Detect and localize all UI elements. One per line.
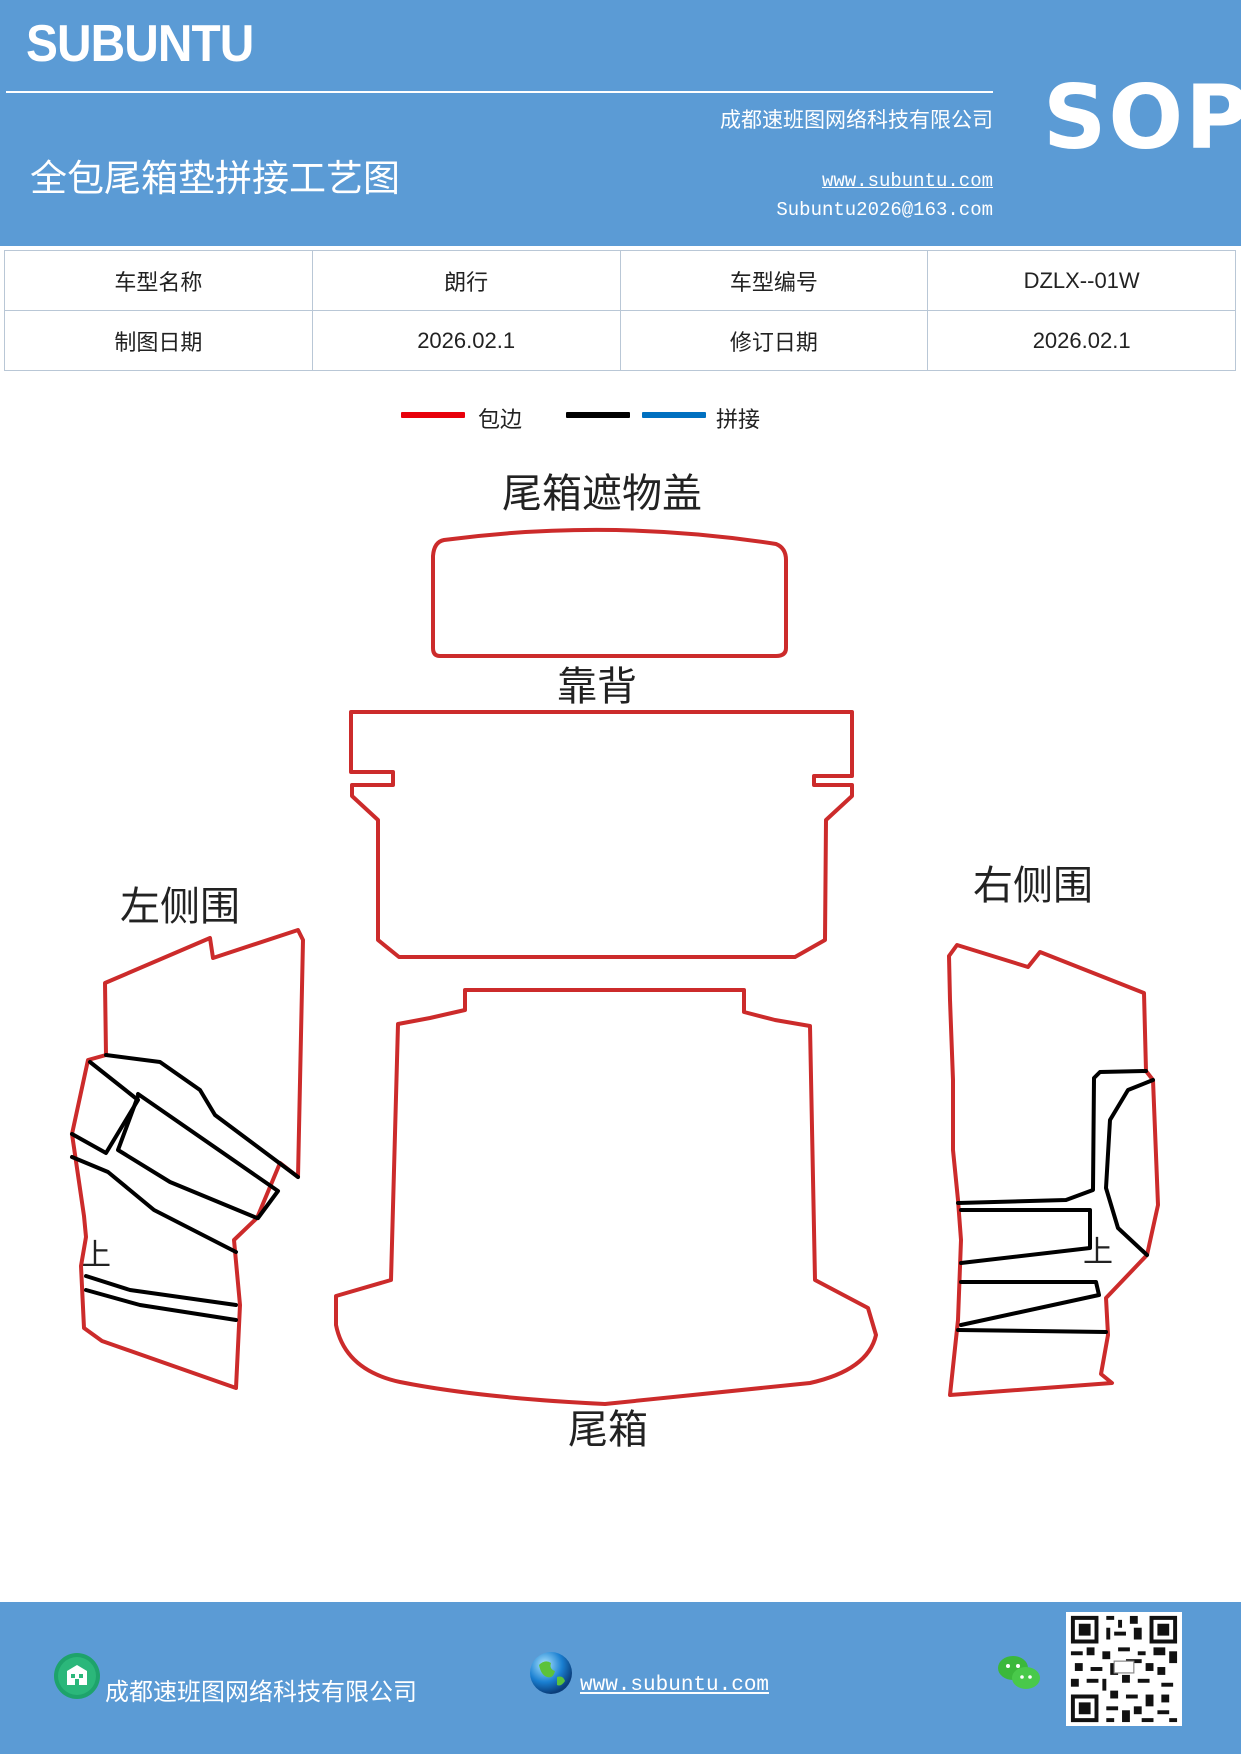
table-row: 制图日期 2026.02.1 修订日期 2026.02.1	[4, 310, 1236, 371]
left-seam	[84, 1274, 238, 1307]
label-cover: 尾箱遮物盖	[502, 471, 702, 517]
right-seam	[956, 1069, 1148, 1205]
label-backrest: 靠背	[557, 664, 637, 710]
table-cell: 2026.02.1	[311, 310, 621, 371]
left-seam	[104, 1053, 300, 1179]
left-seam	[136, 1092, 280, 1220]
legend: 包边 拼接	[0, 402, 1241, 442]
header-divider	[6, 91, 993, 93]
table-cell: DZLX--01W	[927, 250, 1236, 311]
vehicle-info-table: 车型名称 朗行 车型编号 DZLX--01W 制图日期 2026.02.1 修订…	[4, 250, 1236, 371]
globe-icon	[530, 1652, 572, 1694]
page-title: 全包尾箱垫拼接工艺图	[30, 157, 400, 200]
left-side-piece	[70, 928, 305, 1390]
table-cell: 车型编号	[619, 250, 929, 311]
footer-company-name: 成都速班图网络科技有限公司	[105, 1678, 417, 1706]
right-seam	[956, 1328, 1108, 1334]
label-trunk: 尾箱	[568, 1407, 648, 1453]
header-banner: SUBUNTU 成都速班图网络科技有限公司 全包尾箱垫拼接工艺图 www.sub…	[0, 0, 1241, 246]
building-icon	[54, 1653, 100, 1699]
company-name: 成都速班图网络科技有限公司	[720, 108, 993, 132]
sop-badge: SOP	[1043, 66, 1241, 169]
right-side-piece	[947, 943, 1160, 1397]
legend-swatch-red	[401, 412, 465, 418]
left-seam	[70, 1060, 140, 1155]
footer-website-link[interactable]: www.subuntu.com	[580, 1674, 770, 1697]
legend-swatch-black	[566, 412, 630, 418]
wechat-icon	[998, 1656, 1040, 1689]
table-cell: 修订日期	[619, 310, 929, 371]
table-cell: 2026.02.1	[927, 310, 1236, 371]
legend-label-seam: 拼接	[716, 408, 761, 433]
table-cell: 制图日期	[4, 310, 313, 371]
right-seam	[1104, 1078, 1155, 1257]
right-seam	[959, 1208, 1092, 1265]
label-right-up: 上	[1083, 1235, 1113, 1270]
qr-code	[1066, 1612, 1182, 1726]
table-cell: 车型名称	[4, 250, 313, 311]
right-seam	[959, 1280, 1101, 1327]
footer-banner: 成都速班图网络科技有限公司 www.subuntu.com	[0, 1602, 1241, 1754]
left-seam	[84, 1288, 238, 1322]
trunk-floor-piece	[334, 988, 878, 1406]
label-left-side: 左侧围	[120, 884, 240, 930]
left-seam	[70, 1155, 238, 1254]
legend-label-edge: 包边	[478, 408, 523, 433]
label-right-side: 右侧围	[973, 863, 1093, 909]
table-row: 车型名称 朗行 车型编号 DZLX--01W	[4, 250, 1236, 311]
left-seam	[116, 1094, 259, 1220]
cover-piece	[431, 527, 788, 658]
brand-logo: SUBUNTU	[26, 15, 254, 73]
table-cell: 朗行	[311, 250, 621, 311]
email-address: Subuntu2026@163.com	[776, 199, 993, 221]
website-link[interactable]: www.subuntu.com	[821, 170, 993, 192]
legend-swatch-blue	[642, 412, 706, 418]
backrest-piece	[349, 710, 854, 959]
trunk-mat-diagram: 尾箱遮物盖 靠背 左侧围 右侧围 尾箱 上 上	[70, 471, 1160, 1453]
